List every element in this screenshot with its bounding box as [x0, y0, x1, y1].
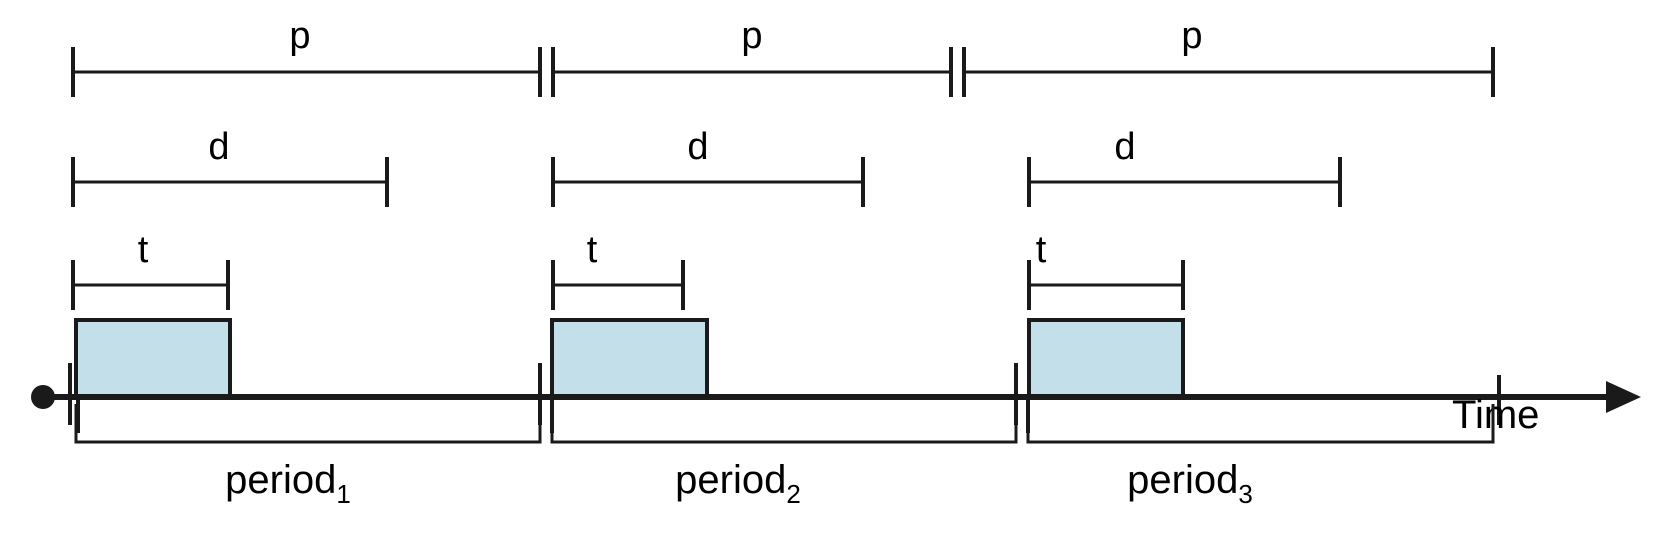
time-axis-group: Time — [31, 363, 1641, 437]
time-axis-label: Time — [1452, 393, 1539, 437]
deadline-span-group-2: d — [551, 126, 865, 207]
t-label-2: t — [587, 229, 598, 271]
p-label-1: p — [289, 15, 310, 57]
execution-span-group-3: t — [1027, 229, 1185, 310]
t-label-3: t — [1036, 229, 1047, 271]
time-axis-origin-dot — [31, 385, 55, 409]
t-label-1: t — [138, 229, 149, 271]
period-bracket-3 — [1026, 404, 1495, 444]
period-span-group-3: p — [962, 15, 1495, 97]
period-bracket-group-2: period2 — [550, 404, 1018, 509]
d-label-1: d — [208, 126, 229, 168]
p-label-3: p — [1181, 15, 1202, 57]
period-span-group-1: p — [71, 15, 542, 97]
time-axis-arrowhead — [1606, 381, 1641, 413]
period-bracket-1 — [74, 404, 542, 444]
period-span-group-2: p — [551, 15, 953, 97]
p-label-2: p — [741, 15, 762, 57]
period-bracket-group-1: period1 — [74, 404, 542, 509]
period-label-1: period1 — [225, 458, 351, 509]
d-label-3: d — [1114, 126, 1135, 168]
deadline-span-group-3: d — [1027, 126, 1342, 207]
execution-span-group-1: t — [71, 229, 230, 310]
period-label-3: period3 — [1127, 458, 1253, 509]
execution-block-3 — [1027, 318, 1185, 399]
period-bracket-2 — [550, 404, 1018, 444]
execution-block-1 — [74, 318, 232, 399]
execution-block-2 — [550, 318, 709, 399]
period-bracket-group-3: period3 — [1026, 404, 1495, 509]
execution-blocks — [74, 318, 1185, 399]
execution-span-group-2: t — [551, 229, 685, 310]
period-label-2: period2 — [675, 458, 801, 509]
d-label-2: d — [687, 126, 708, 168]
deadline-span-group-1: d — [71, 126, 389, 207]
